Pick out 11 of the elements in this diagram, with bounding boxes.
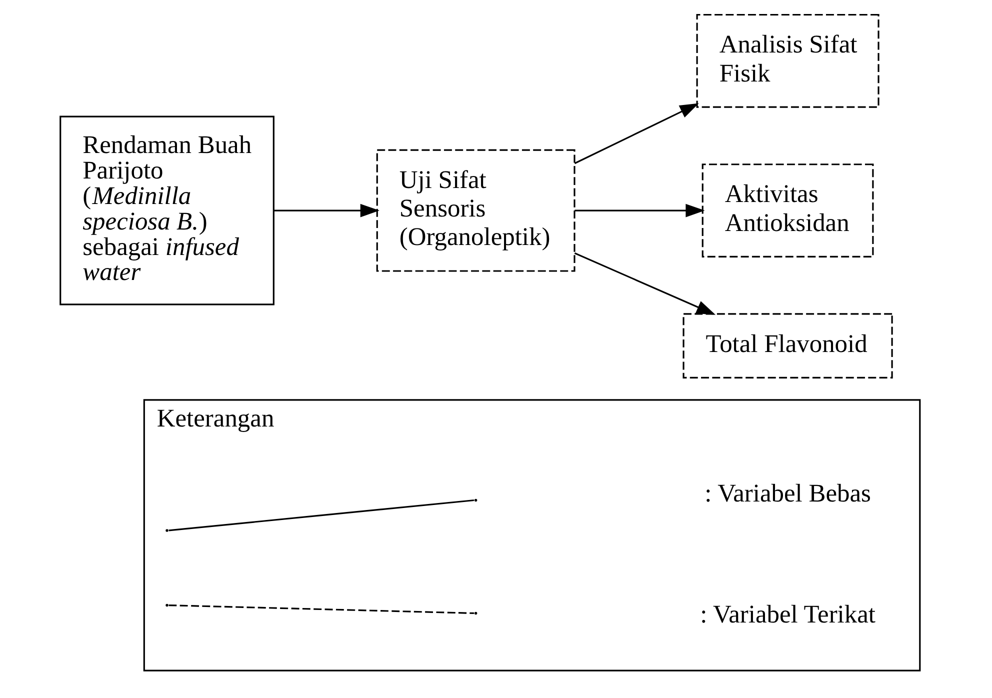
node-box: Rendaman Buah Parijoto (Medinilla speciosa B.) sebagai infused water: [59, 116, 274, 306]
node-box: Aktivitas Antioksidan: [701, 164, 874, 258]
arrow: [273, 204, 379, 218]
legend-label: : Variabel Bebas: [704, 478, 870, 508]
node-box: Analisis Sifat Fisik: [696, 14, 879, 108]
arrow: [574, 103, 698, 164]
arrow: [574, 204, 704, 218]
arrow: [574, 252, 716, 315]
legend-label: : Variabel Terikat: [700, 599, 875, 628]
node-box: Total Flavonoid: [682, 313, 892, 378]
node-box: Uji Sifat Sensoris (Organoleptik): [376, 149, 575, 272]
